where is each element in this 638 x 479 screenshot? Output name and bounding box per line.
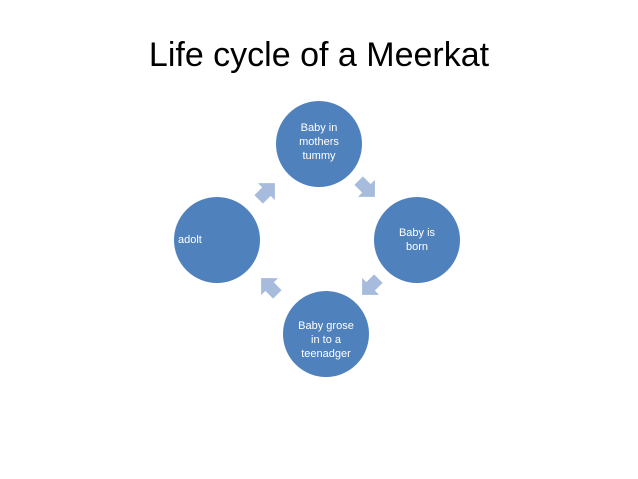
arrow-top-right xyxy=(354,176,375,197)
node-baby-born xyxy=(372,195,462,285)
node-label-baby-born: Baby is born xyxy=(398,227,436,253)
node-label-adult: adolt xyxy=(178,234,202,246)
node-teenager xyxy=(281,289,371,379)
arrow-top-left xyxy=(254,183,275,204)
node-adult xyxy=(172,195,262,285)
node-baby-in-tummy xyxy=(274,99,364,189)
arrow-bottom-left xyxy=(261,278,282,299)
node-label-baby-in-tummy: Baby in mothers tummy xyxy=(299,122,339,162)
slide-title: Life cycle of a Meerkat xyxy=(148,36,490,74)
node-label-teenager: Baby grose in to a teenadger xyxy=(298,320,354,360)
arrow-bottom-right xyxy=(362,274,383,295)
